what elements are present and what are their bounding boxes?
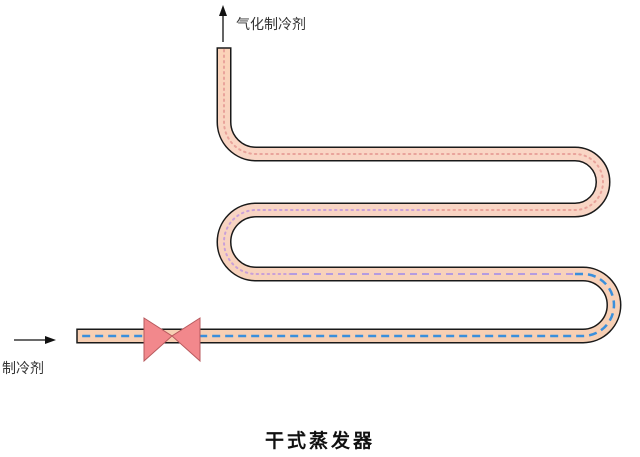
outlet-label: 气化制冷剂: [236, 17, 306, 33]
liquid-flow-dashes: [79, 272, 616, 338]
evaporator-tube-outline: [77, 48, 622, 344]
evaporator-tube: [77, 48, 620, 342]
diagram-caption: 干式蒸发器: [264, 430, 375, 452]
vapor-flow-dots-top: [223, 49, 604, 211]
arrow-right-icon: [14, 336, 56, 344]
vapor-flow-dots-middle: [223, 209, 431, 275]
arrow-up-icon: [219, 5, 227, 42]
inlet-label: 制冷剂: [2, 361, 44, 377]
expansion-valve-icon: [143, 317, 201, 363]
